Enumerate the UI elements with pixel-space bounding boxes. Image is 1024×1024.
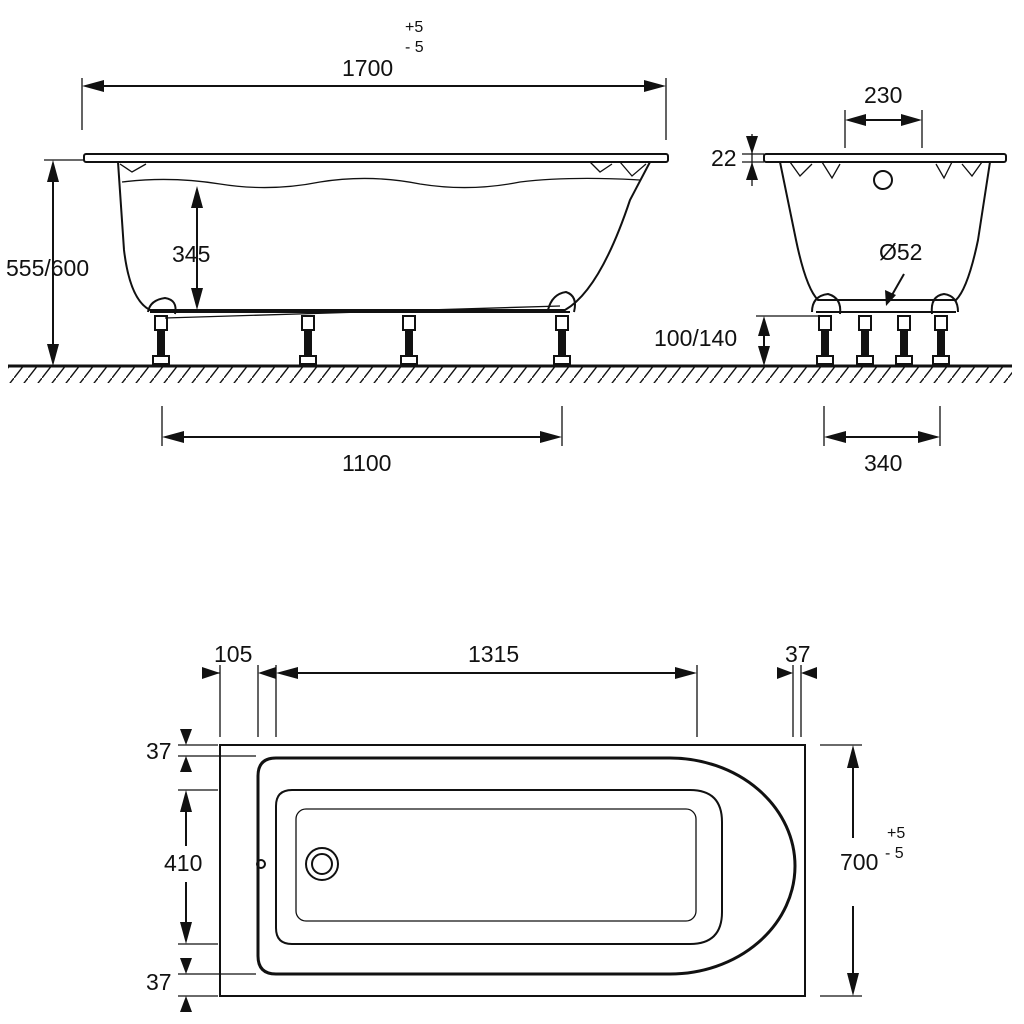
width-label: 700 <box>840 849 878 875</box>
floor-line <box>8 364 1012 383</box>
dim-end-leg-spacing: 340 <box>823 406 941 476</box>
top-rim-label: 37 <box>146 738 172 764</box>
top-basin-floor <box>295 808 697 922</box>
dim-leg-height: 100/140 <box>654 315 820 366</box>
dim-inner-length: 1315 <box>275 641 698 737</box>
end-leg-spacing-label: 340 <box>864 450 902 476</box>
dim-overflow-spacing: 230 <box>844 82 923 148</box>
overflow-spacing-label: 230 <box>864 82 902 108</box>
inner-width-label: 410 <box>164 850 202 876</box>
dim-side-leg-spacing: 1100 <box>161 406 563 476</box>
end-leg-1 <box>816 315 834 365</box>
side-rim <box>83 153 669 163</box>
top-overflow-hole <box>256 859 266 869</box>
dim-end-offset: 105 <box>202 641 276 737</box>
side-length-tol-plus: +5 <box>405 19 423 36</box>
total-height-label: 555/600 <box>6 255 89 281</box>
end-leg-3 <box>895 315 913 365</box>
dim-inner-depth: 345 <box>172 186 210 310</box>
dim-bottom-rim: 37 <box>146 958 256 1012</box>
end-offset-label: 105 <box>214 641 252 667</box>
side-leg-2 <box>299 315 317 365</box>
side-length-label: 1700 <box>342 55 393 81</box>
dim-top-rim: 37 <box>146 729 256 772</box>
end-leg-2 <box>856 315 874 365</box>
inner-depth-label: 345 <box>172 241 210 267</box>
dim-rim-thickness: 22 <box>711 134 764 186</box>
side-leg-3 <box>400 315 418 365</box>
side-length-tol-minus: - 5 <box>405 39 424 56</box>
overflow-hole <box>873 170 893 190</box>
bottom-rim-label: 37 <box>146 969 172 995</box>
end-tub-body <box>779 161 991 301</box>
drain-diameter-label: Ø52 <box>879 239 922 265</box>
width-tol-plus: +5 <box>887 825 905 842</box>
drain-icon <box>305 847 339 881</box>
top-view: 105 1315 37 37 <box>146 641 905 1012</box>
dim-width: 700 +5 - 5 <box>820 744 905 997</box>
dim-right-rim: 37 <box>777 641 817 737</box>
side-view: 1700 +5 - 5 555/600 345 1100 <box>6 19 669 476</box>
rim-thickness-label: 22 <box>711 145 737 171</box>
right-rim-label: 37 <box>785 641 811 667</box>
dim-drain-diameter: Ø52 <box>879 239 922 306</box>
dim-total-height: 555/600 <box>6 159 89 366</box>
leg-height-label: 100/140 <box>654 325 737 351</box>
top-tub-outline <box>256 756 797 976</box>
top-inner-basin <box>275 789 723 945</box>
side-leg-4 <box>553 315 571 365</box>
end-leg-4 <box>932 315 950 365</box>
top-outer-rim <box>219 744 806 997</box>
side-leg-spacing-label: 1100 <box>342 450 391 476</box>
dim-inner-width: 410 <box>164 789 218 945</box>
end-rim <box>763 153 1007 163</box>
side-leg-1 <box>152 315 170 365</box>
side-tub-body <box>117 161 651 311</box>
inner-length-label: 1315 <box>468 641 519 667</box>
width-tol-minus: - 5 <box>885 845 904 862</box>
end-view: 230 22 Ø52 100/140 <box>654 82 1007 476</box>
dim-side-length: 1700 +5 - 5 <box>81 19 667 140</box>
